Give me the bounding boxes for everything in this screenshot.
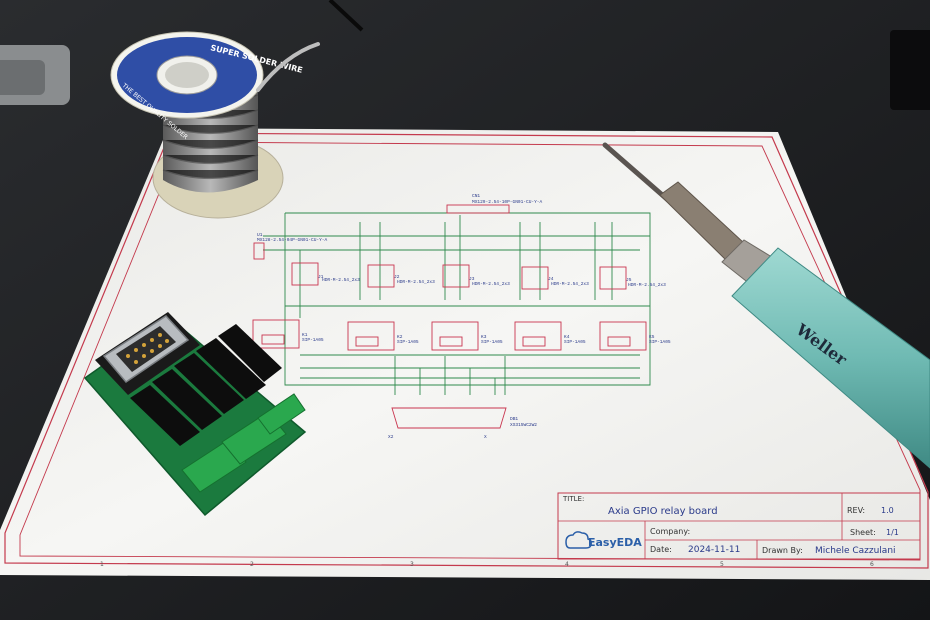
j4-part: HDR-M-2.54_2x3 — [551, 281, 589, 287]
k3-part: SIP-1A05 — [481, 339, 503, 345]
schematic-inner-border — [19, 141, 921, 561]
j3-ref: J3 — [469, 276, 475, 282]
relay-k1 — [252, 319, 300, 349]
border-number: 6 — [870, 561, 874, 568]
pcb-relay — [130, 385, 200, 446]
k5-part: SIP-1A05 — [649, 339, 671, 345]
title-value: Axia GPIO relay board — [608, 506, 718, 517]
pcb-dsub-connector — [95, 312, 200, 395]
relay-k3 — [431, 321, 479, 351]
soldering-iron: Weller — [602, 142, 930, 469]
solder-spool: SUPER SOLDER WIRE THE BEST QUALITY SOLDE… — [110, 31, 320, 219]
relay-k4 — [514, 321, 562, 351]
relay-k2 — [347, 321, 395, 351]
schematic-labels: CN1 MX129-2.54-10P-GN01-CU-Y-A U1 MX128-… — [257, 193, 671, 440]
date-value: 2024-11-11 — [688, 545, 740, 555]
pcb-relay — [196, 338, 266, 399]
u1-ref: U1 — [257, 232, 263, 238]
j1-part: HDR-M-2.54_2x3 — [322, 277, 360, 283]
relay-k5 — [599, 321, 647, 351]
terminal-block — [257, 393, 306, 435]
schematic-outer-border — [4, 132, 929, 569]
relays — [252, 319, 647, 351]
pcb-terminal-blocks — [181, 393, 306, 493]
dark-object-background — [890, 30, 930, 110]
company-label: Company: — [650, 527, 690, 536]
border-number: 3 — [410, 561, 414, 568]
terminal-block — [181, 439, 247, 493]
header-j4 — [521, 266, 549, 290]
k4-ref: K4 — [564, 334, 570, 340]
db1-pin: X2 — [388, 434, 394, 440]
solder-wire-end — [256, 42, 320, 92]
cn1-ref: CN1 — [472, 193, 480, 199]
dsub-plug-background — [0, 45, 70, 105]
k5-ref: K5 — [649, 334, 655, 340]
drawn-by-label: Drawn By: — [762, 546, 803, 555]
pcb-relays — [130, 324, 282, 446]
title-block: TITLE: Axia GPIO relay board REV: 1.0 Co… — [557, 492, 921, 560]
iron-tip — [602, 142, 671, 203]
j2-ref: J2 — [394, 274, 400, 280]
connector-u1 — [253, 242, 265, 260]
relay-pcb — [83, 312, 307, 517]
u1-part: MX128-2.54-04P-GN01-CU-Y-A — [257, 237, 328, 243]
j5-part: HDR-M-2.54_2x3 — [628, 282, 666, 288]
headers — [291, 262, 627, 290]
j4-ref: J4 — [548, 276, 554, 282]
drawn-by-value: Michele Cazzulani — [815, 546, 896, 556]
cn1-part: MX129-2.54-10P-GN01-CU-Y-A — [472, 199, 543, 205]
iron-handle — [731, 247, 930, 469]
rev-value: 1.0 — [881, 506, 894, 515]
easyeda-logo: EasyEDA — [565, 531, 642, 549]
border-number: 2 — [250, 561, 254, 568]
k2-ref: K2 — [397, 334, 403, 340]
k4-part: SIP-1A05 — [564, 339, 586, 345]
sheet-label: Sheet: — [850, 528, 876, 537]
schematic-drawing — [252, 204, 651, 429]
header-j5 — [599, 266, 627, 290]
j2-part: HDR-M-2.54_2x3 — [397, 279, 435, 285]
db1-pin-bottom: X — [484, 434, 487, 440]
border-number: 5 — [720, 561, 724, 568]
tool-tip-background — [328, 0, 364, 32]
header-j2 — [367, 264, 395, 288]
border-number: 1 — [100, 561, 104, 568]
j3-part: HDR-M-2.54_2x3 — [472, 281, 510, 287]
pcb-relay — [174, 353, 244, 414]
date-label: Date: — [650, 545, 672, 554]
db1-part: XS315WC2W2 — [510, 422, 537, 428]
header-j1 — [291, 262, 319, 286]
sheet-value: 1/1 — [886, 528, 899, 537]
j5-ref: J5 — [626, 277, 632, 283]
cloud-icon — [565, 531, 592, 549]
k2-part: SIP-1A05 — [397, 339, 419, 345]
db1-ref: DB1 — [510, 416, 518, 422]
pcb-relay — [218, 324, 282, 382]
connector-db1 — [391, 407, 507, 429]
k3-ref: K3 — [481, 334, 487, 340]
border-numbers: 1 2 3 4 5 6 — [100, 561, 874, 568]
rev-label: REV: — [847, 506, 865, 515]
easyeda-logo-text: EasyEDA — [588, 536, 642, 549]
k1-ref: K1 — [302, 332, 308, 338]
pcb-relay — [152, 369, 222, 430]
k1-part: SIP-1A05 — [302, 337, 324, 343]
j1-ref: J1 — [318, 274, 324, 280]
border-number: 4 — [565, 561, 569, 568]
schematic-wires — [263, 212, 651, 395]
header-j3 — [442, 264, 470, 288]
title-label: TITLE: — [562, 495, 584, 503]
connector-cn1 — [446, 204, 510, 214]
